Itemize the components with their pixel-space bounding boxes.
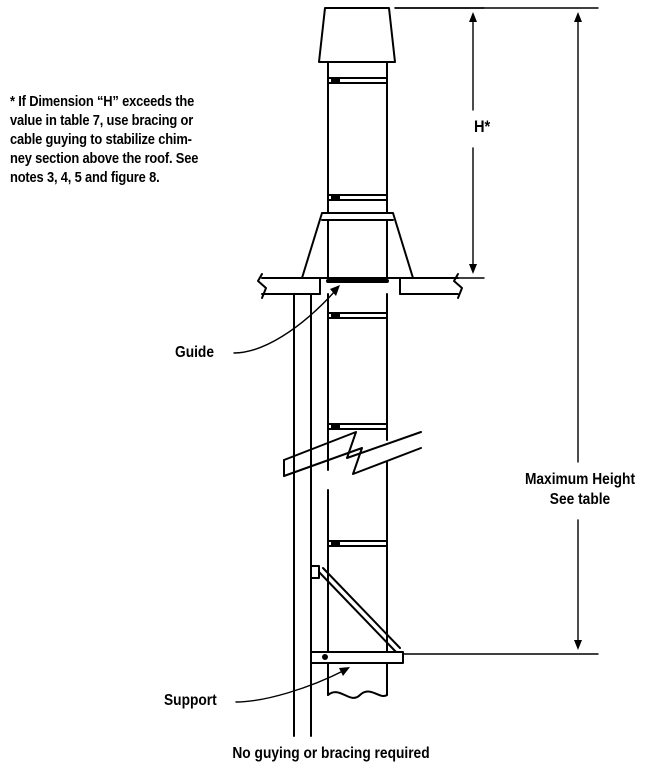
- roof-flashing: [301, 212, 414, 279]
- h-dimension-label: H*: [474, 117, 491, 136]
- pipe-break-bottom: [327, 690, 388, 699]
- guide-leader: [233, 289, 337, 354]
- note-line: ney section above the roof. See: [10, 150, 199, 167]
- h-dimension: [394, 7, 485, 279]
- max-height-label: Maximum Height See table: [511, 470, 649, 510]
- floor-break: [283, 431, 422, 461]
- note-line: cable guying to stabilize chim-: [10, 131, 192, 148]
- note-line: value in table 7, use bracing or: [10, 112, 194, 129]
- rain-cap: [318, 7, 396, 63]
- note-line: notes 3, 4, 5 and figure 8.: [10, 169, 160, 186]
- max-height-dimension: [394, 7, 599, 655]
- support-label: Support: [164, 692, 217, 709]
- note-line: * If Dimension “H” exceeds the: [10, 93, 195, 110]
- max-height-label-line1: Maximum Height: [524, 471, 636, 488]
- max-height-label-line2: See table: [549, 491, 611, 508]
- guide-label: Guide: [175, 344, 214, 361]
- diagram-caption: No guying or bracing required: [232, 745, 430, 762]
- stabilization-note: * If Dimension “H” exceeds the value in …: [10, 92, 285, 187]
- support-bracket: [310, 565, 404, 664]
- support-leader: [235, 669, 346, 703]
